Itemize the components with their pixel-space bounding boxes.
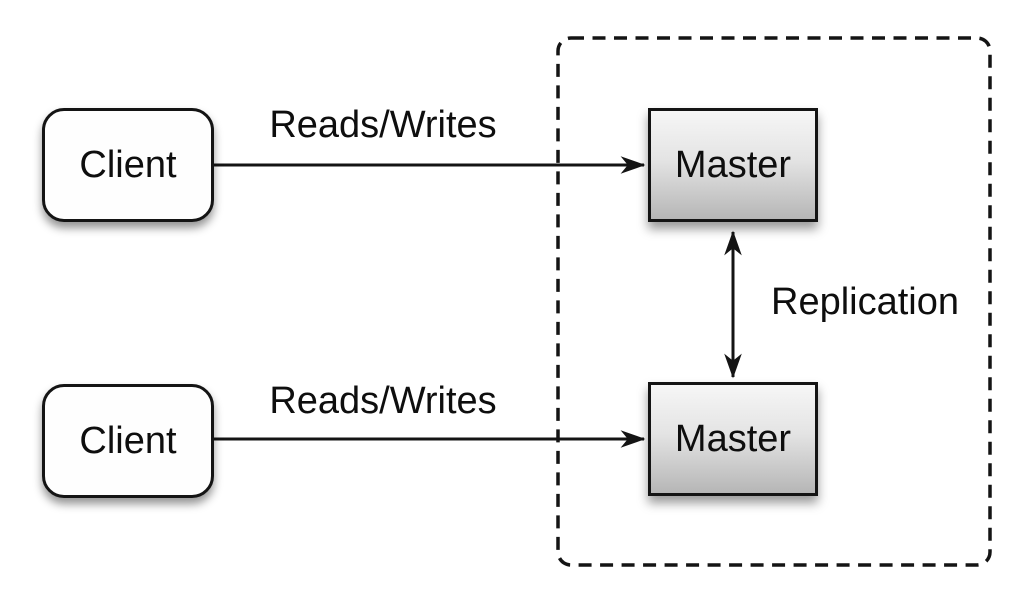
master-node-1-label: Master xyxy=(674,144,792,186)
client-node-2: Client xyxy=(42,384,214,498)
client-node-1-label: Client xyxy=(79,144,177,186)
client-node-1: Client xyxy=(42,108,214,222)
reads-writes-label-bottom: Reads/Writes xyxy=(269,380,497,422)
master-node-2-label: Master xyxy=(674,418,792,460)
master-node-1: Master xyxy=(648,108,818,222)
reads-writes-label-top: Reads/Writes xyxy=(269,104,497,146)
master-node-2: Master xyxy=(648,382,818,496)
replication-label: Replication xyxy=(771,281,959,323)
replication-group-border xyxy=(556,36,992,567)
client-node-2-label: Client xyxy=(79,420,177,462)
